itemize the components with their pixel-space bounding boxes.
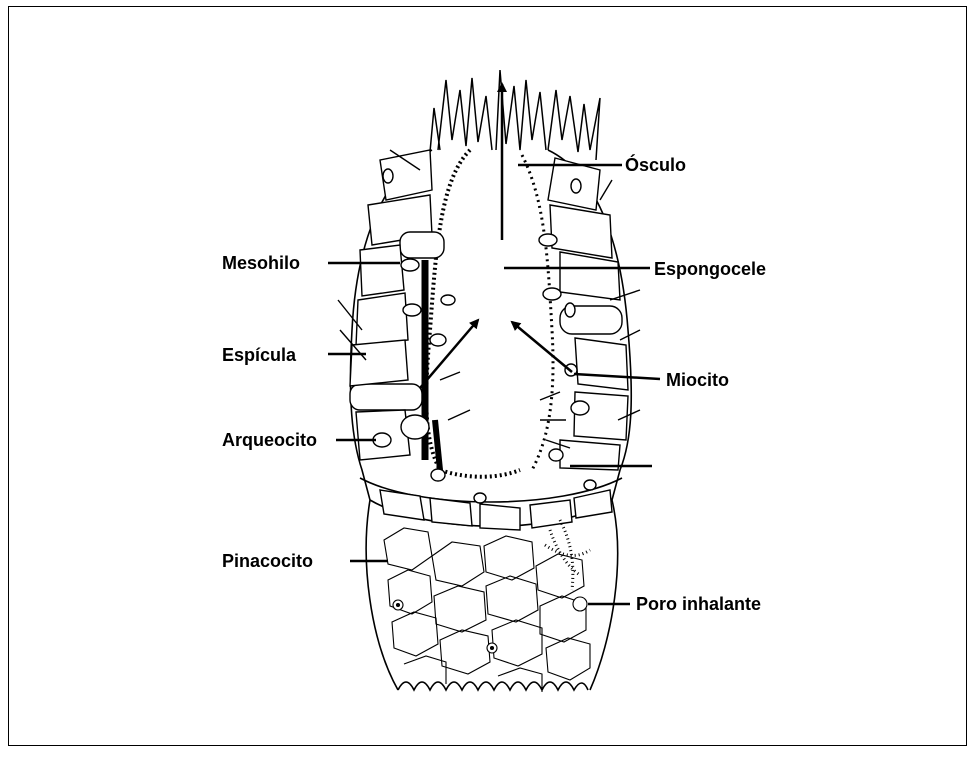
- label-osculo: Ósculo: [625, 154, 686, 175]
- osculum-spicules: [430, 70, 600, 160]
- label-miocito: Miocito: [666, 370, 729, 390]
- label-arqueocito: Arqueocito: [222, 430, 317, 450]
- label-mesohilo: Mesohilo: [222, 253, 300, 273]
- label-poro-inhalante: Poro inhalante: [636, 594, 761, 614]
- spongocoel-wall: [425, 150, 553, 477]
- wall-cells: [350, 150, 628, 530]
- label-espongocele: Espongocele: [654, 259, 766, 279]
- label-pinacocito: Pinacocito: [222, 551, 313, 571]
- labels: Ósculo Espongocele Mesohilo Espícula Mio…: [222, 154, 766, 614]
- label-espicula: Espícula: [222, 345, 297, 365]
